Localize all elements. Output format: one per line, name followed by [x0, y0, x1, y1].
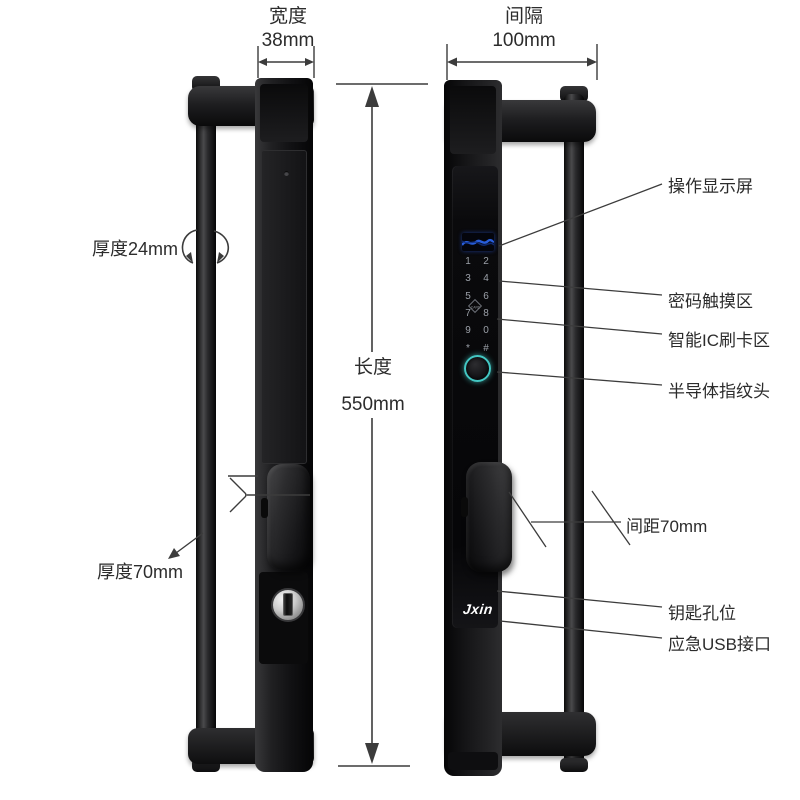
length-label-text: 长度 [353, 357, 392, 378]
keypad-key-hash: # [483, 342, 489, 354]
keypad-key-star: * [466, 342, 470, 354]
gap-arrow-left [447, 57, 457, 67]
brand-logo: Jxin [462, 601, 494, 617]
tube-thickness-label: 厚度24mm [92, 239, 179, 259]
keypad-key-3: 3 [465, 273, 471, 285]
label-display-screen: 操作显示屏 [668, 177, 753, 196]
fingerprint-sensor [464, 355, 491, 382]
width-label-text: 宽度 [268, 6, 307, 27]
interior-handle-tube [196, 88, 216, 764]
keypad-key-0: 0 [483, 325, 489, 337]
interior-body-top-window [260, 84, 308, 142]
ic-card-icon-label: CARD [470, 305, 481, 310]
exterior-handle-tube [564, 94, 584, 766]
exterior-grip-knob [466, 462, 512, 572]
keyhole-slot [283, 593, 293, 616]
password-keypad: 1 2 3 4 5 6 7 8 9 0 * # [459, 253, 495, 357]
exterior-knob-notch [461, 497, 468, 517]
tube-arc-arrow-left [186, 252, 193, 263]
label-keyhole: 钥匙孔位 [668, 604, 736, 623]
exterior-bottom-plate [448, 752, 498, 770]
width-dimension-label: 宽度 38mm [244, 5, 332, 53]
width-arrow-right [305, 58, 314, 66]
label-fingerprint-head: 半导体指纹头 [668, 382, 770, 401]
interior-knob-notch [261, 498, 268, 518]
keypad-key-1: 1 [465, 256, 471, 268]
length-value-text: 550mm [341, 394, 405, 415]
width-value-text: 38mm [261, 30, 315, 51]
label-usb-port: 应急USB接口 [668, 635, 771, 654]
exterior-handle-bottom-cap [560, 758, 588, 772]
interior-body-panel [261, 150, 307, 464]
label-spacing: 间距70mm [626, 517, 708, 536]
length-arrow-up [365, 86, 379, 107]
display-screen [462, 233, 494, 251]
label-ic-card-zone: 智能IC刷卡区 [668, 331, 770, 350]
keypad-key-8: 8 [483, 308, 489, 320]
keypad-key-5: 5 [465, 290, 471, 302]
length-dimension-label: 长度 550mm [330, 356, 416, 417]
exterior-body-top-window [450, 86, 496, 154]
gap-arrow-right [587, 57, 597, 67]
tube-arc-arrow-right [217, 252, 224, 263]
door-thickness-label: 厚度70mm [97, 562, 184, 582]
keypad-key-9: 9 [465, 325, 471, 337]
keypad-key-4: 4 [483, 273, 489, 285]
keypad-key-7: 7 [465, 308, 471, 320]
gap-label-text: 间隔 [504, 6, 543, 27]
length-dimension-line [336, 83, 428, 767]
length-arrow-down [365, 743, 379, 764]
length-label-gap [330, 380, 416, 393]
panel-screw [284, 171, 289, 176]
interior-thumb-knob [267, 464, 310, 570]
gap-value-text: 100mm [492, 30, 556, 51]
label-password-zone: 密码触摸区 [668, 292, 753, 311]
screen-waveform [462, 238, 494, 246]
gap-dimension-label: 间隔 100mm [478, 5, 570, 53]
keypad-key-6: 6 [483, 290, 489, 302]
keypad-key-2: 2 [483, 256, 489, 268]
width-arrow-left [258, 58, 267, 66]
